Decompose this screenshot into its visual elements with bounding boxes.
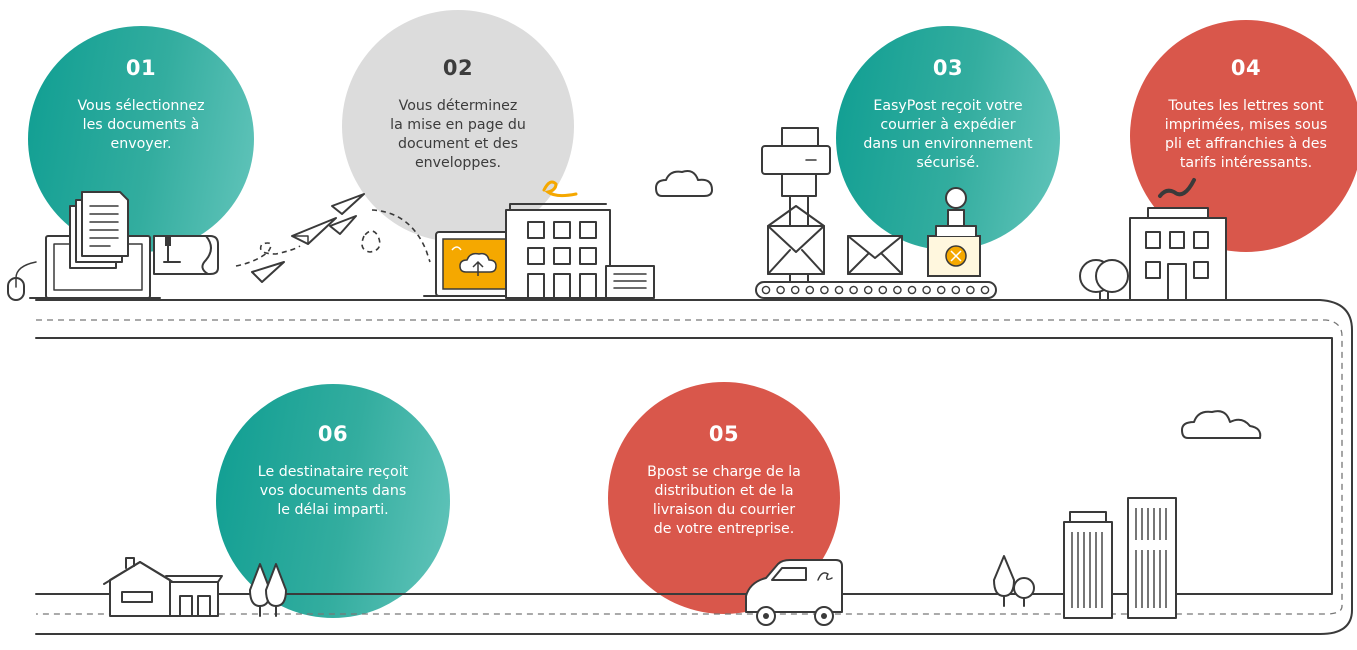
- step-02-number: 02: [442, 56, 474, 80]
- delivery-van-icon: [745, 559, 843, 626]
- conveyor-belt-icon: [755, 281, 997, 299]
- cloud-icon: [655, 170, 713, 197]
- conveyor-roller: [966, 285, 975, 295]
- step-05-number: 05: [708, 422, 740, 446]
- trees-icon: [993, 555, 1035, 607]
- conveyor-roller: [805, 285, 815, 295]
- step-06-text: Le destinataire reçoit vos documents dan…: [257, 464, 409, 518]
- office-building-icon: [1129, 178, 1227, 301]
- conveyor-roller: [834, 285, 844, 295]
- conveyor-roller: [922, 285, 931, 295]
- paper-plane-icon: [235, 193, 431, 283]
- conveyor-roller: [936, 285, 946, 295]
- step-02-text: Vous déterminez la mise en page du docum…: [390, 98, 526, 171]
- conveyor-roller: [863, 285, 873, 295]
- step-04-text: Toutes les lettres sont imprimées, mises…: [1164, 98, 1328, 171]
- step-03-text: EasyPost reçoit votre courrier à expédie…: [863, 98, 1033, 171]
- step-05-text: Bpost se charge de la distribution et de…: [647, 464, 801, 537]
- step-03-number: 03: [932, 56, 964, 80]
- step-04-number: 04: [1230, 56, 1262, 80]
- conveyor-roller: [878, 285, 888, 295]
- step-01-text: Vous sélectionnez les documents à envoye…: [77, 98, 205, 152]
- conveyor-roller: [761, 285, 771, 295]
- conveyor-roller: [951, 285, 961, 295]
- cloud-icon: [1181, 410, 1262, 439]
- conveyor-roller: [980, 285, 990, 295]
- trees-icon: [249, 563, 287, 617]
- envelope-icon: [767, 205, 903, 275]
- step-01-circle: 01 Vous sélectionnez les documents à env…: [28, 26, 254, 252]
- documents-icon: [69, 191, 129, 269]
- conveyor-roller: [849, 285, 858, 295]
- stamp-icon: [927, 187, 981, 277]
- road-path: [35, 299, 1353, 635]
- house-icon: [103, 557, 223, 617]
- signature-icon: [153, 235, 219, 275]
- mouse-icon: [7, 261, 37, 301]
- conveyor-roller: [776, 285, 785, 295]
- conveyor-roller: [893, 285, 902, 295]
- step-06-number: 06: [317, 422, 349, 446]
- conveyor-roller: [790, 285, 800, 295]
- skyscraper-icon: [1063, 497, 1177, 619]
- step-01-number: 01: [125, 56, 157, 80]
- office-building-icon: [505, 180, 655, 299]
- conveyor-roller: [907, 285, 917, 295]
- trees-icon: [1079, 259, 1129, 301]
- conveyor-roller: [820, 285, 829, 295]
